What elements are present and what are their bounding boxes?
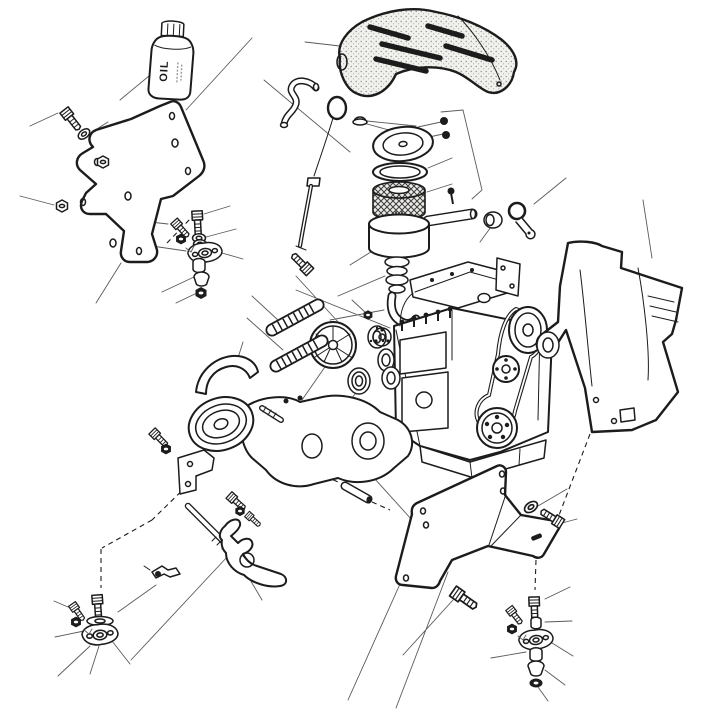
sleeve-bushing xyxy=(483,211,503,229)
belt-guard-cover xyxy=(336,8,518,98)
oil-bottle: OIL xyxy=(147,20,195,101)
long-bolt-bottom xyxy=(448,585,481,613)
fork-lever xyxy=(218,518,288,588)
support-bracket-small xyxy=(148,427,215,495)
side-shield xyxy=(535,240,684,434)
mount-kit-bottom-right xyxy=(505,596,555,688)
support-bracket-bottom xyxy=(394,464,561,590)
ball-head-pins xyxy=(417,109,483,205)
oil-bottle-label: OIL xyxy=(158,60,171,82)
pump-assembly xyxy=(187,394,414,488)
top-bracket-plate xyxy=(495,257,521,297)
adapter-rings xyxy=(384,256,410,294)
dipstick xyxy=(295,95,348,251)
oil-filler-cap xyxy=(477,292,491,304)
panel-outline-lines xyxy=(440,109,483,200)
ribbed-stud xyxy=(259,405,284,423)
cover-slots xyxy=(367,23,495,74)
shield-tube-opening xyxy=(536,331,560,359)
wing-nut xyxy=(352,116,368,126)
leader-lines xyxy=(19,37,653,709)
retaining-clip xyxy=(143,565,181,579)
filter-element xyxy=(372,181,426,221)
gasket-ring xyxy=(372,162,428,182)
pump-pulley xyxy=(187,396,255,452)
air-cleaner-cover xyxy=(372,125,434,163)
air-cleaner-bowl xyxy=(368,208,478,259)
pump-arm xyxy=(195,354,259,395)
couplings xyxy=(347,366,401,395)
small-print-marks xyxy=(176,62,183,83)
spacer-pin xyxy=(340,481,373,504)
engine-studs xyxy=(399,306,453,331)
pipe-clamp xyxy=(507,201,536,240)
breather-hose xyxy=(279,77,320,129)
mount-kit-upper xyxy=(170,209,224,299)
drive-belts xyxy=(265,298,329,373)
idler-pulley xyxy=(363,310,392,347)
engine-assembly xyxy=(377,257,553,479)
mount-kit-bottom-left xyxy=(67,593,120,648)
